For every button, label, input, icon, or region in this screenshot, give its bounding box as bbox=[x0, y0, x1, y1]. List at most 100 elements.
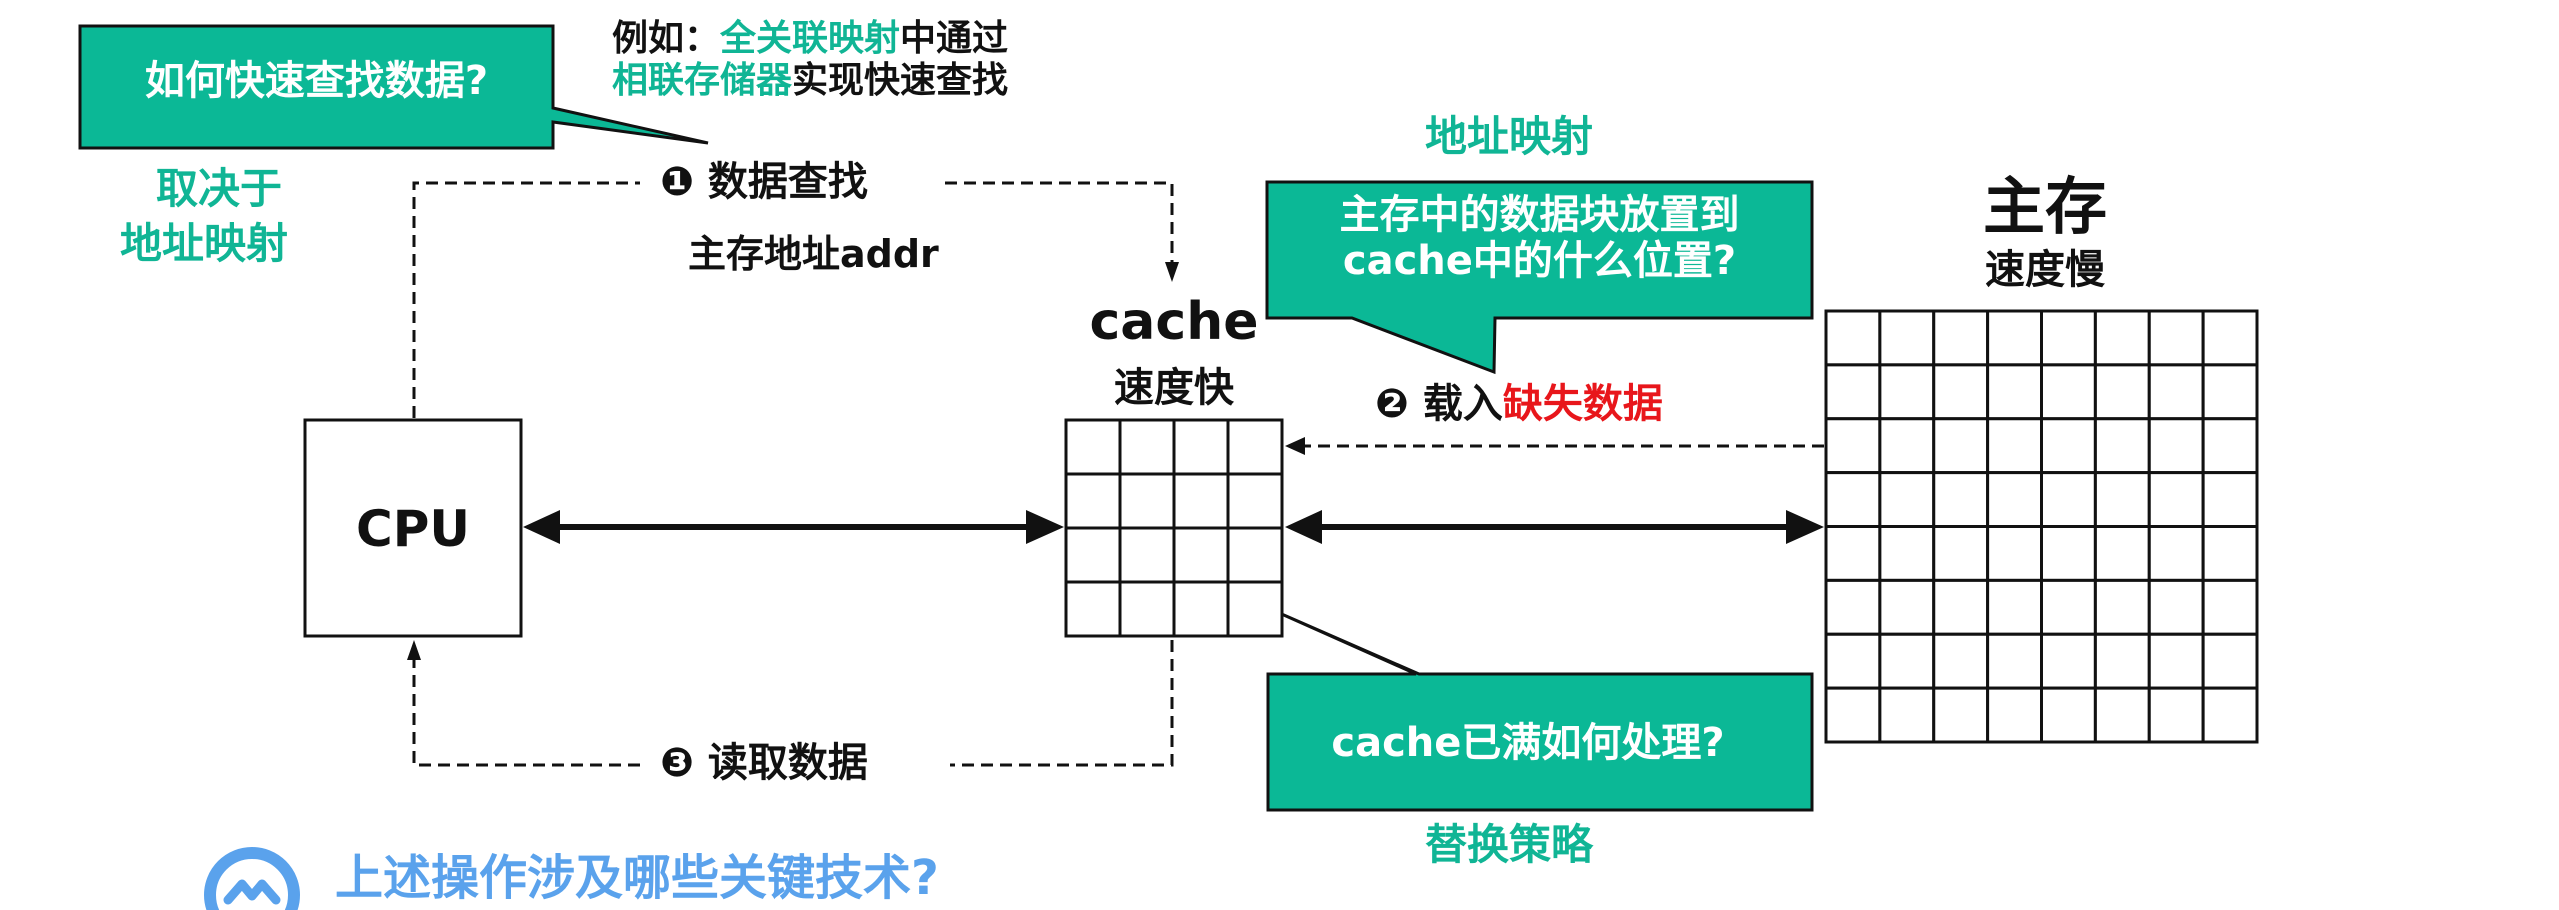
cache-title: cache bbox=[1089, 292, 1259, 352]
cache-block-cell bbox=[1226, 526, 1284, 584]
memory-block-cell bbox=[2040, 578, 2097, 636]
step3-arrowhead bbox=[407, 640, 421, 660]
memory-block-cell bbox=[1986, 632, 2043, 690]
memory-block-cell bbox=[1824, 309, 1882, 367]
step1-sublabel: 主存地址addr bbox=[688, 232, 939, 276]
memory-block-cell bbox=[2040, 632, 2097, 690]
wave-circle-icon bbox=[204, 847, 300, 910]
main-memory-title: 主存 bbox=[1982, 170, 2107, 243]
example-note-line2: 相联存储器实现快速查找 bbox=[612, 60, 1008, 102]
memory-block-cell bbox=[1824, 525, 1882, 582]
cache-block-cell bbox=[1172, 472, 1230, 530]
memory-block-cell bbox=[1932, 417, 1990, 475]
footer-question: 上述操作涉及哪些关键技术? bbox=[335, 850, 939, 906]
memory-block-cell bbox=[2201, 471, 2259, 528]
memory-block-cell bbox=[1986, 525, 2043, 582]
step3-read-path bbox=[412, 640, 1174, 767]
memory-block-cell bbox=[1986, 309, 2043, 367]
memory-block-cell bbox=[1878, 525, 1936, 582]
cache-block-cell bbox=[1226, 418, 1284, 476]
step1-number-icon: ❶ bbox=[660, 159, 694, 205]
bus-cpu-cache bbox=[523, 510, 1064, 544]
memory-block-cell bbox=[1878, 363, 1936, 421]
memory-block-cell bbox=[2040, 363, 2097, 421]
example-suffix: 实现快速查找 bbox=[792, 60, 1009, 102]
memory-block-cell bbox=[1932, 686, 1990, 744]
memory-block-cell bbox=[2040, 417, 2097, 475]
replacement-policy-label: 替换策略 bbox=[1425, 820, 1594, 869]
memory-block-cell bbox=[1878, 686, 1936, 744]
memory-block-cell bbox=[1932, 578, 1990, 636]
callout-placement-shape bbox=[1265, 180, 1814, 375]
memory-block-cell bbox=[1986, 417, 2043, 475]
memory-block-cell bbox=[2093, 578, 2151, 636]
memory-block-cell bbox=[2147, 525, 2205, 582]
memory-block-cell bbox=[2040, 525, 2097, 582]
cpu-label: CPU bbox=[356, 500, 470, 558]
memory-block-cell bbox=[1824, 686, 1882, 744]
memory-block-cell bbox=[1932, 525, 1990, 582]
depends-on-line1: 取决于 bbox=[156, 164, 283, 213]
memory-block-cell bbox=[2040, 471, 2097, 528]
example-assoc-memory: 相联存储器 bbox=[612, 60, 793, 102]
step2-load-path bbox=[1285, 437, 1824, 455]
depends-on-line2: 地址映射 bbox=[120, 218, 289, 268]
memory-block-cell bbox=[1878, 471, 1936, 528]
memory-block-cell bbox=[1986, 686, 2043, 744]
step3-label: ❸ 读取数据 bbox=[660, 743, 868, 783]
memory-block-cell bbox=[2093, 363, 2151, 421]
address-mapping-label: 地址映射 bbox=[1425, 112, 1594, 161]
step3-text: 读取数据 bbox=[707, 740, 868, 786]
callout-cache-full-text: cache已满如何处理? bbox=[1331, 720, 1725, 766]
cache-block-cell bbox=[1064, 526, 1122, 584]
callout-placement-line2: cache中的什么位置? bbox=[1342, 238, 1737, 284]
cache-grid bbox=[1064, 418, 1284, 638]
memory-block-cell bbox=[1986, 471, 2043, 528]
cache-block-cell bbox=[1064, 580, 1122, 638]
memory-block-cell bbox=[2147, 309, 2205, 367]
memory-block-cell bbox=[2201, 578, 2259, 636]
memory-block-cell bbox=[1878, 417, 1936, 475]
memory-block-cell bbox=[2093, 632, 2151, 690]
memory-block-cell bbox=[2201, 417, 2259, 475]
memory-block-cell bbox=[2201, 686, 2259, 744]
memory-block-cell bbox=[1824, 417, 1882, 475]
step3-number-icon: ❸ bbox=[660, 740, 694, 786]
callout-placement-text: 主存中的数据块放置到 cache中的什么位置? bbox=[1267, 192, 1812, 284]
memory-block-cell bbox=[1932, 471, 1990, 528]
memory-block-cell bbox=[2201, 632, 2259, 690]
cache-block-cell bbox=[1118, 580, 1176, 638]
cache-block-cell bbox=[1064, 418, 1122, 476]
memory-block-cell bbox=[1824, 363, 1882, 421]
memory-block-cell bbox=[2201, 525, 2259, 582]
callout-placement-line1: 主存中的数据块放置到 bbox=[1339, 192, 1740, 238]
main-memory-grid bbox=[1824, 309, 2259, 744]
memory-block-cell bbox=[2147, 417, 2205, 475]
memory-block-cell bbox=[1932, 309, 1990, 367]
example-note-line1: 例如：全关联映射中通过 bbox=[612, 18, 1008, 60]
memory-block-cell bbox=[2040, 309, 2097, 367]
memory-block-cell bbox=[1824, 632, 1882, 690]
cache-block-cell bbox=[1064, 472, 1122, 530]
step2-label: ❷ 载入缺失数据 bbox=[1375, 384, 1663, 424]
memory-block-cell bbox=[2093, 417, 2151, 475]
example-note: 例如：全关联映射中通过 相联存储器实现快速查找 bbox=[612, 18, 1008, 103]
memory-block-cell bbox=[1878, 632, 1936, 690]
memory-block-cell bbox=[1986, 578, 2043, 636]
step2-text: 载入 bbox=[1422, 381, 1503, 427]
step2-number-icon: ❷ bbox=[1375, 381, 1409, 427]
cache-block-cell bbox=[1226, 472, 1284, 530]
example-mid: 中通过 bbox=[900, 18, 1009, 59]
cache-block-cell bbox=[1172, 418, 1230, 476]
cache-block-cell bbox=[1172, 526, 1230, 584]
cache-block-cell bbox=[1118, 472, 1176, 530]
memory-block-cell bbox=[2201, 309, 2259, 367]
step1-arrowhead bbox=[1165, 262, 1179, 282]
example-prefix: 例如： bbox=[612, 18, 721, 59]
memory-block-cell bbox=[2147, 632, 2205, 690]
step2-text-highlight: 缺失数据 bbox=[1502, 381, 1663, 427]
memory-block-cell bbox=[2040, 686, 2097, 744]
memory-block-cell bbox=[2147, 363, 2205, 421]
main-memory-subtitle: 速度慢 bbox=[1985, 247, 2105, 293]
